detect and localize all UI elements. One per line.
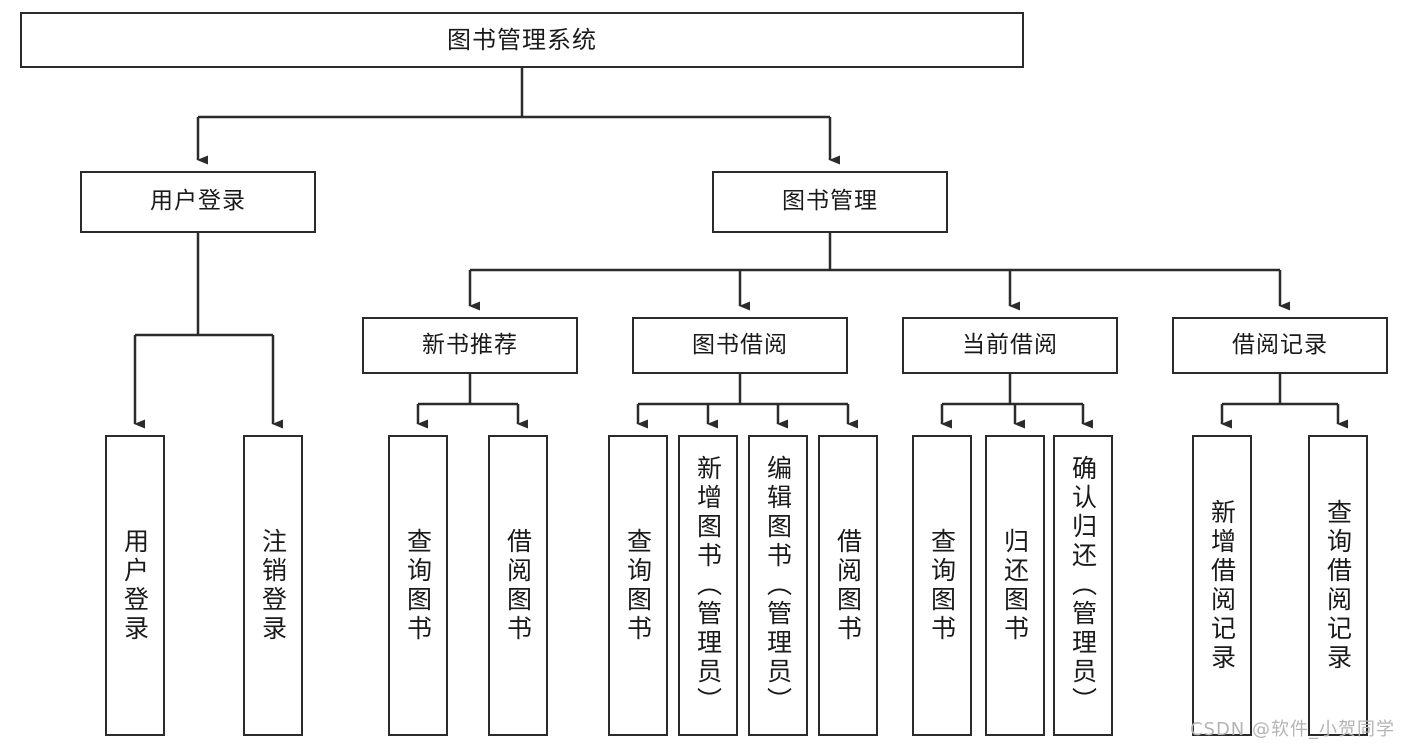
node-leaf-query-book-rec-label: 查询图书 xyxy=(403,527,433,644)
node-leaf-add-record-label: 新增借阅记录 xyxy=(1207,498,1237,673)
node-new-book-recommend-label: 新书推荐 xyxy=(422,331,518,358)
node-current-borrow[interactable]: 当前借阅 xyxy=(902,317,1118,374)
watermark-text: CSDN @软件_小贺同学 xyxy=(1189,719,1395,740)
node-leaf-borrow-book-bor[interactable]: 借阅图书 xyxy=(818,435,878,736)
node-book-borrow[interactable]: 图书借阅 xyxy=(632,317,848,374)
node-leaf-query-book-cur[interactable]: 查询图书 xyxy=(912,435,972,736)
node-leaf-borrow-book-rec[interactable]: 借阅图书 xyxy=(488,435,548,736)
node-leaf-query-book-cur-label: 查询图书 xyxy=(927,527,957,644)
node-root-label: 图书管理系统 xyxy=(447,25,597,54)
node-leaf-return-book-label: 归还图书 xyxy=(1000,527,1030,644)
node-leaf-borrow-book-rec-label: 借阅图书 xyxy=(503,527,533,644)
node-leaf-add-book[interactable]: 新增图书（管理员） xyxy=(678,435,738,736)
node-leaf-confirm-return[interactable]: 确认归还（管理员） xyxy=(1053,435,1113,736)
node-current-borrow-label: 当前借阅 xyxy=(962,331,1058,358)
node-borrow-record[interactable]: 借阅记录 xyxy=(1172,317,1388,374)
node-new-book-recommend[interactable]: 新书推荐 xyxy=(362,317,578,374)
node-book-manage-label: 图书管理 xyxy=(782,188,878,215)
node-leaf-query-record[interactable]: 查询借阅记录 xyxy=(1308,435,1368,736)
node-leaf-add-book-label: 新增图书（管理员） xyxy=(693,455,723,716)
node-leaf-confirm-return-label: 确认归还（管理员） xyxy=(1068,455,1098,716)
node-leaf-borrow-book-bor-label: 借阅图书 xyxy=(833,527,863,644)
node-leaf-query-record-label: 查询借阅记录 xyxy=(1323,498,1353,673)
node-leaf-user-login[interactable]: 用户登录 xyxy=(105,435,165,736)
node-leaf-return-book[interactable]: 归还图书 xyxy=(985,435,1045,736)
node-leaf-user-login-label: 用户登录 xyxy=(120,527,150,644)
node-leaf-user-logout-label: 注销登录 xyxy=(258,527,288,644)
node-book-borrow-label: 图书借阅 xyxy=(692,331,788,358)
node-root[interactable]: 图书管理系统 xyxy=(20,12,1024,68)
node-leaf-query-book-bor[interactable]: 查询图书 xyxy=(608,435,668,736)
node-borrow-record-label: 借阅记录 xyxy=(1232,331,1328,358)
node-leaf-edit-book-label: 编辑图书（管理员） xyxy=(763,455,793,716)
node-user-login-label: 用户登录 xyxy=(150,188,246,215)
node-leaf-query-book-rec[interactable]: 查询图书 xyxy=(388,435,448,736)
node-book-manage[interactable]: 图书管理 xyxy=(712,171,948,233)
node-leaf-user-logout[interactable]: 注销登录 xyxy=(243,435,303,736)
node-leaf-query-book-bor-label: 查询图书 xyxy=(623,527,653,644)
node-leaf-add-record[interactable]: 新增借阅记录 xyxy=(1192,435,1252,736)
node-leaf-edit-book[interactable]: 编辑图书（管理员） xyxy=(748,435,808,736)
node-user-login[interactable]: 用户登录 xyxy=(80,171,316,233)
